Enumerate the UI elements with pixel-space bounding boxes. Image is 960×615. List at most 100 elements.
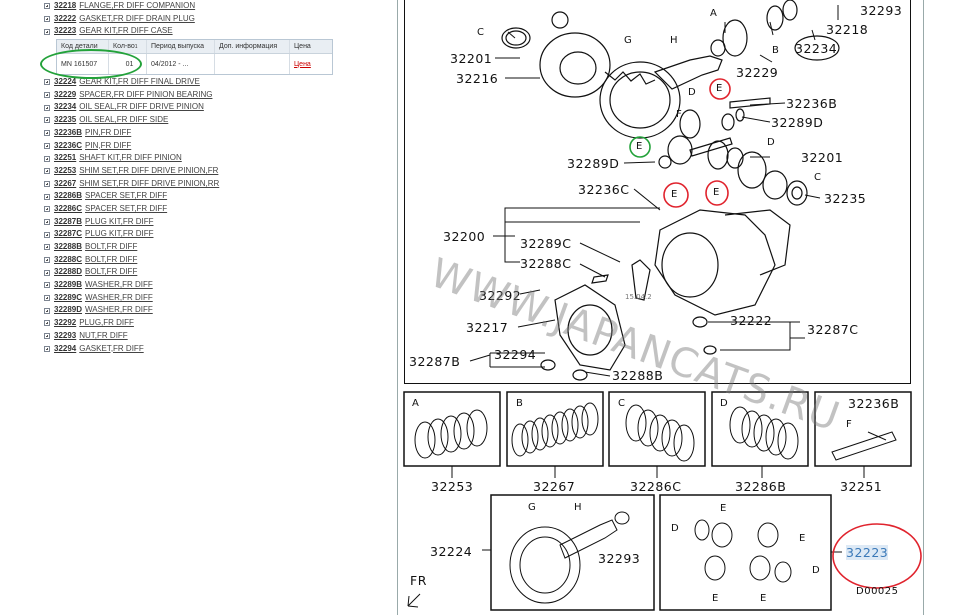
- expand-icon[interactable]: [44, 180, 50, 187]
- expand-icon[interactable]: [44, 345, 50, 352]
- tree-item-code[interactable]: 32288D: [54, 267, 83, 277]
- tree-item-code[interactable]: 32293: [54, 330, 77, 340]
- tree-item-code[interactable]: 32224: [54, 77, 77, 87]
- expand-icon[interactable]: [44, 320, 50, 327]
- tree-item-name[interactable]: BOLT,FR DIFF: [85, 242, 138, 251]
- tree-item-name[interactable]: OIL SEAL,FR DIFF SIDE: [79, 115, 169, 125]
- tree-item-name[interactable]: WASHER,FR DIFF: [85, 305, 153, 315]
- expand-icon[interactable]: [44, 269, 50, 276]
- tree-item-code[interactable]: 32223: [54, 26, 77, 36]
- price-link[interactable]: Цена: [294, 60, 311, 68]
- tree-item-name[interactable]: PLUG KIT,FR DIFF: [85, 229, 154, 239]
- expand-icon[interactable]: [44, 218, 50, 225]
- expand-icon[interactable]: [44, 16, 50, 23]
- tree-item-name[interactable]: SPACER,FR DIFF PINION BEARING: [79, 89, 213, 99]
- expand-icon[interactable]: [44, 307, 50, 314]
- expand-icon[interactable]: [44, 231, 50, 238]
- tree-item-name[interactable]: PIN,FR DIFF: [85, 127, 132, 137]
- expand-icon[interactable]: [44, 206, 50, 213]
- tree-item-name[interactable]: BOLT,FR DIFF: [85, 267, 138, 277]
- tree-item-code[interactable]: 32234: [54, 102, 77, 112]
- tree-item-code[interactable]: 32292: [54, 318, 77, 328]
- expand-icon[interactable]: [44, 244, 50, 251]
- tree-item-name[interactable]: GASKET,FR DIFF DRAIN PLUG: [79, 13, 195, 23]
- tree-item-code[interactable]: 32286B: [54, 191, 83, 201]
- tree-item-code[interactable]: 32289D: [54, 305, 83, 315]
- tree-item-name[interactable]: SHAFT KIT,FR DIFF PINION: [79, 153, 182, 163]
- tree-item-name[interactable]: NUT,FR DIFF: [79, 330, 128, 340]
- expand-icon[interactable]: [44, 282, 50, 289]
- tree-item-code[interactable]: 32253: [54, 165, 77, 175]
- expand-icon[interactable]: [44, 104, 50, 111]
- tree-item-name[interactable]: SHIM SET,FR DIFF DRIVE PINION,FR: [79, 165, 219, 175]
- expand-icon[interactable]: [44, 117, 50, 124]
- tree-item-name[interactable]: SPACER SET,FR DIFF: [85, 191, 168, 201]
- expand-icon[interactable]: [44, 3, 50, 10]
- tree-item-code[interactable]: 32267: [54, 178, 77, 188]
- tree-item-name[interactable]: PIN,FR DIFF: [85, 140, 132, 150]
- tree-item-code[interactable]: 32218: [54, 1, 77, 10]
- tree-item-name[interactable]: WASHER,FR DIFF: [85, 292, 153, 302]
- tree-item-name[interactable]: FLANGE,FR DIFF COMPANION: [79, 1, 196, 10]
- tree-item-code[interactable]: 32235: [54, 115, 77, 125]
- tree-item-code[interactable]: 32286C: [54, 203, 83, 213]
- label-32223-highlighted[interactable]: 32223: [846, 545, 889, 560]
- tree-item-code[interactable]: 32287C: [54, 229, 83, 239]
- expand-icon[interactable]: [44, 193, 50, 200]
- tree-item-code[interactable]: 32222: [54, 13, 77, 23]
- tree-item-code[interactable]: 32251: [54, 153, 77, 163]
- tree-item-code[interactable]: 32236B: [54, 127, 83, 137]
- expand-icon[interactable]: [44, 79, 50, 86]
- tree-item-name[interactable]: GASKET,FR DIFF: [79, 343, 144, 353]
- tree-item-name[interactable]: PLUG KIT,FR DIFF: [85, 216, 154, 226]
- tree-item-code[interactable]: 32289C: [54, 292, 83, 302]
- tree-item-name[interactable]: OIL SEAL,FR DIFF DRIVE PINION: [79, 102, 204, 112]
- tree-item-code[interactable]: 32288C: [54, 254, 83, 264]
- tree-item-code[interactable]: 32287B: [54, 216, 83, 226]
- tree-item-name[interactable]: GEAR KIT,FR DIFF CASE: [79, 26, 173, 36]
- tree-item-name[interactable]: BOLT,FR DIFF: [85, 254, 138, 264]
- expand-icon[interactable]: [44, 92, 50, 99]
- expand-icon[interactable]: [44, 130, 50, 137]
- expand-icon[interactable]: [44, 155, 50, 162]
- expand-icon[interactable]: [44, 257, 50, 264]
- tree-item-code[interactable]: 32229: [54, 89, 77, 99]
- tree-item-name[interactable]: PLUG,FR DIFF: [79, 318, 134, 328]
- expand-icon[interactable]: [44, 295, 50, 302]
- tree-item-code[interactable]: 32289B: [54, 280, 83, 290]
- expand-icon[interactable]: [44, 142, 50, 149]
- expand-icon[interactable]: [44, 28, 50, 35]
- expand-icon[interactable]: [44, 168, 50, 175]
- tree-item-name[interactable]: SHIM SET,FR DIFF DRIVE PINION,RR: [79, 178, 220, 188]
- tree-item-code[interactable]: 32294: [54, 343, 77, 353]
- tree-item-name[interactable]: GEAR KIT,FR DIFF FINAL DRIVE: [79, 77, 200, 87]
- expand-icon[interactable]: [44, 333, 50, 340]
- tree-item-name[interactable]: SPACER SET,FR DIFF: [85, 203, 168, 213]
- tree-item-code[interactable]: 32236C: [54, 140, 83, 150]
